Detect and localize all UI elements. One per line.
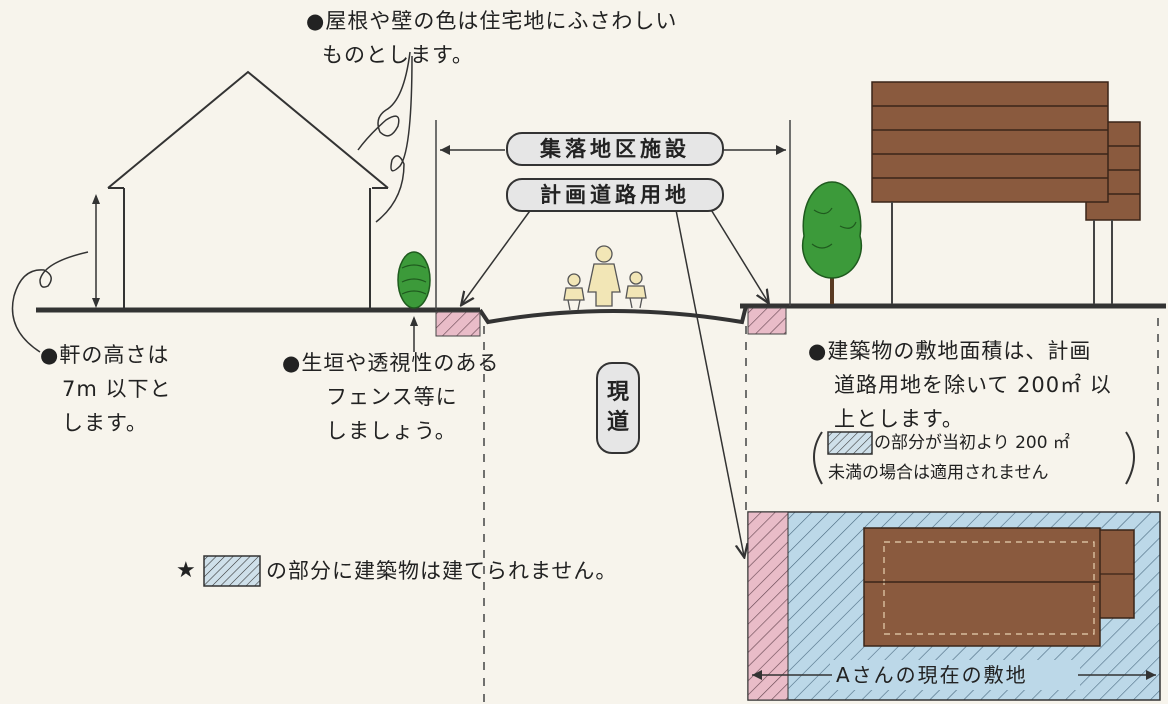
exception-close-paren — [1125, 431, 1135, 485]
exception-note-line1: の部分が当初より 200 ㎡ — [874, 433, 1070, 453]
fence-pointer — [410, 316, 418, 352]
eaves-height-dimension — [92, 194, 100, 308]
building-right — [871, 81, 1141, 304]
site-plan — [747, 511, 1161, 701]
site-label: Aさんの現在の敷地 — [836, 663, 1028, 687]
current-road-label: 現 道 — [596, 362, 640, 454]
area-note-line3: 上とします。 — [834, 407, 964, 431]
star-note: の部分に建築物は建てられません。 — [266, 559, 618, 583]
house-left — [107, 70, 389, 308]
area-note-line1: ●建築物の敷地面積は、計画 — [808, 339, 1092, 363]
planned-road-strip-left — [435, 311, 481, 337]
tree-right — [801, 181, 863, 304]
eaves-callout-curl — [11, 251, 89, 353]
exception-note-line2: 未満の場合は適用されません — [828, 463, 1049, 483]
eaves-note-line3: します。 — [62, 411, 148, 435]
people-figures — [563, 245, 647, 311]
planned-road-strip-right — [747, 307, 787, 335]
roof-callout-curl — [357, 51, 411, 151]
current-road-char-2: 道 — [606, 410, 629, 435]
eaves-note-line2: 7m 以下と — [62, 377, 172, 401]
fence-note-line2: フェンス等に — [326, 385, 458, 409]
current-road-char-1: 現 — [606, 380, 629, 405]
planned-road-label: 計画道路用地 — [506, 178, 724, 212]
ground-line — [36, 303, 1166, 325]
star-icon: ★ — [176, 558, 197, 583]
eaves-note-line1: ●軒の高さは — [40, 343, 170, 367]
legend-hatch-swatch — [203, 555, 261, 587]
wall-callout-curl — [375, 55, 413, 223]
fence-note-line3: しましょう。 — [326, 419, 457, 443]
roof-note-line1: ●屋根や壁の色は住宅地にふさわしい — [306, 9, 678, 33]
exception-open-paren — [813, 431, 823, 485]
village-facility-span — [440, 145, 786, 155]
village-facility-label: 集落地区施設 — [506, 132, 724, 166]
area-note-line2: 道路用地を除いて 200㎡ 以 — [834, 373, 1112, 397]
roof-note-line2: ものとします。 — [322, 43, 474, 67]
fence-note-line1: ●生垣や透視性のある — [282, 351, 500, 375]
hedge-shrub — [397, 251, 431, 309]
legend-hatch-swatch-small — [827, 431, 873, 455]
planned-road-pointers — [462, 207, 768, 556]
